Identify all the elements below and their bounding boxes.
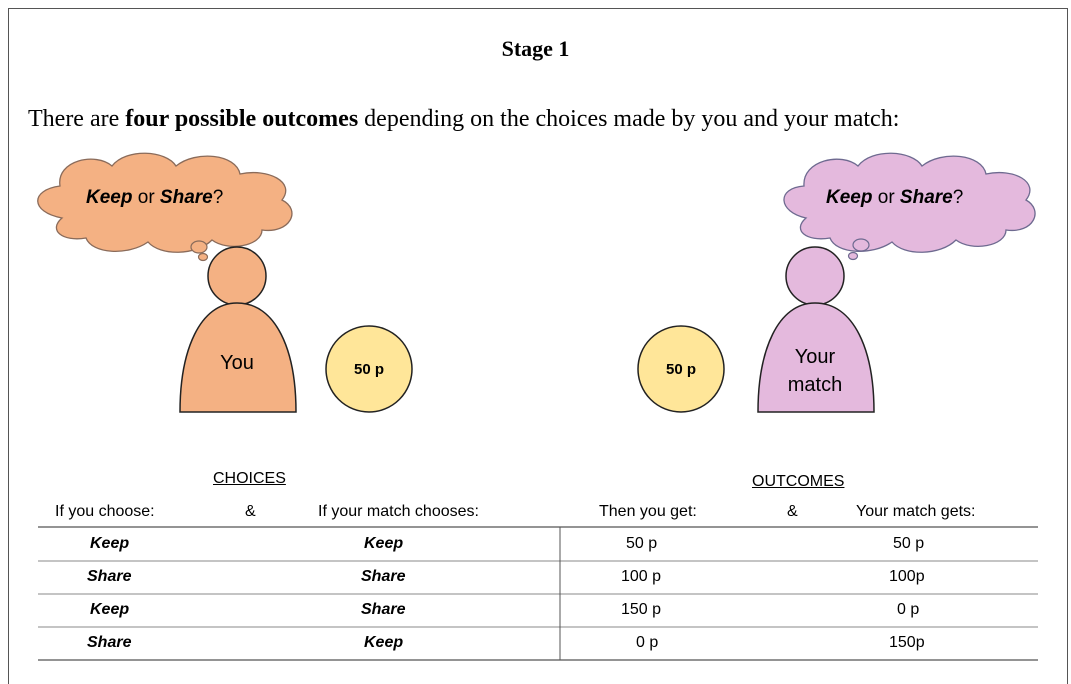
table-cell-match-gets: 100p <box>889 568 925 585</box>
you-coin-label: 50 p <box>353 361 384 378</box>
document-frame <box>8 8 1068 684</box>
table-cell-match-gets: 0 p <box>897 601 920 618</box>
match-coin <box>637 325 725 413</box>
col-header-match-chooses: If your match chooses: <box>318 503 479 520</box>
table-cell-match-choice: Keep <box>364 634 404 651</box>
match-thought-bubble <box>852 238 870 252</box>
col-header-amp: & <box>787 503 798 520</box>
choices-header: CHOICES <box>213 470 286 487</box>
table-cell-you-get: 50 p <box>626 535 658 552</box>
you-label: You <box>220 352 254 374</box>
table-cell-you-choice: Share <box>87 568 132 585</box>
col-header-match-gets: Your match gets: <box>856 503 976 520</box>
intro-text: There are four possible outcomes dependi… <box>28 106 900 132</box>
match-body <box>757 302 875 413</box>
table-cell-you-get: 100 p <box>621 568 662 585</box>
col-header-you-get: Then you get: <box>599 503 697 520</box>
match-coin-label: 50 p <box>665 361 696 378</box>
match-thought-bubble-small <box>847 251 859 261</box>
you-thought-bubble-small <box>197 252 209 262</box>
col-header-amp: & <box>245 503 256 520</box>
table-cell-match-gets: 150p <box>889 634 925 651</box>
outcomes-header: OUTCOMES <box>752 473 845 490</box>
you-thought-text: Keep or Share? <box>86 187 224 208</box>
table-cell-you-choice: Keep <box>90 535 130 552</box>
table-cell-you-choice: Keep <box>90 601 130 618</box>
you-thought-cloud <box>37 152 293 253</box>
match-head <box>785 246 845 306</box>
table-cell-you-choice: Share <box>87 634 132 651</box>
table-cell-match-choice: Keep <box>364 535 404 552</box>
col-header-you-choose: If you choose: <box>55 503 155 520</box>
you-body <box>179 302 297 413</box>
table-cell-match-gets: 50 p <box>893 535 925 552</box>
you-coin <box>325 325 413 413</box>
match-thought-cloud <box>783 152 1036 253</box>
table-cell-match-choice: Share <box>361 601 406 618</box>
table-cell-you-get: 150 p <box>621 601 662 618</box>
match-thought-text: Keep or Share? <box>826 187 964 208</box>
table-cell-match-choice: Share <box>361 568 406 585</box>
you-thought-bubble <box>190 240 208 254</box>
page-title: Stage 1 <box>501 36 570 61</box>
table-cell-you-get: 0 p <box>636 634 659 651</box>
you-head <box>207 246 267 306</box>
